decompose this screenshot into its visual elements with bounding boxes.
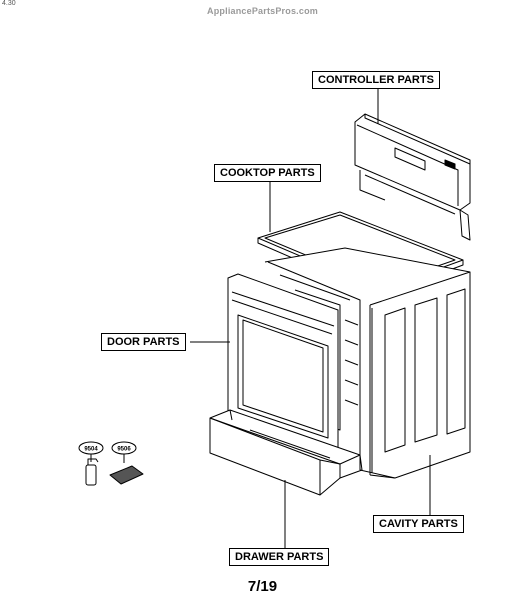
accessory-9504: 9504 bbox=[84, 447, 98, 453]
door-parts-label[interactable]: DOOR PARTS bbox=[101, 333, 186, 351]
controller-panel-illustration bbox=[354, 113, 471, 241]
cavity-parts-label[interactable]: CAVITY PARTS bbox=[373, 515, 464, 533]
scrub-pad-illustration bbox=[109, 465, 144, 485]
drawer-parts-label[interactable]: DRAWER PARTS bbox=[229, 548, 330, 566]
page-number: 7/19 bbox=[247, 578, 278, 595]
accessory-9506: 9506 bbox=[117, 447, 131, 453]
drawer-illustration bbox=[209, 409, 363, 496]
controller-parts-label[interactable]: CONTROLLER PARTS bbox=[312, 71, 440, 89]
corner-mark: 4.30 bbox=[2, 0, 16, 7]
cooktop-parts-label[interactable]: COOKTOP PARTS bbox=[214, 164, 321, 182]
cleaner-bottle-illustration bbox=[85, 458, 99, 486]
watermark: AppliancePartsPros.com bbox=[207, 6, 318, 16]
